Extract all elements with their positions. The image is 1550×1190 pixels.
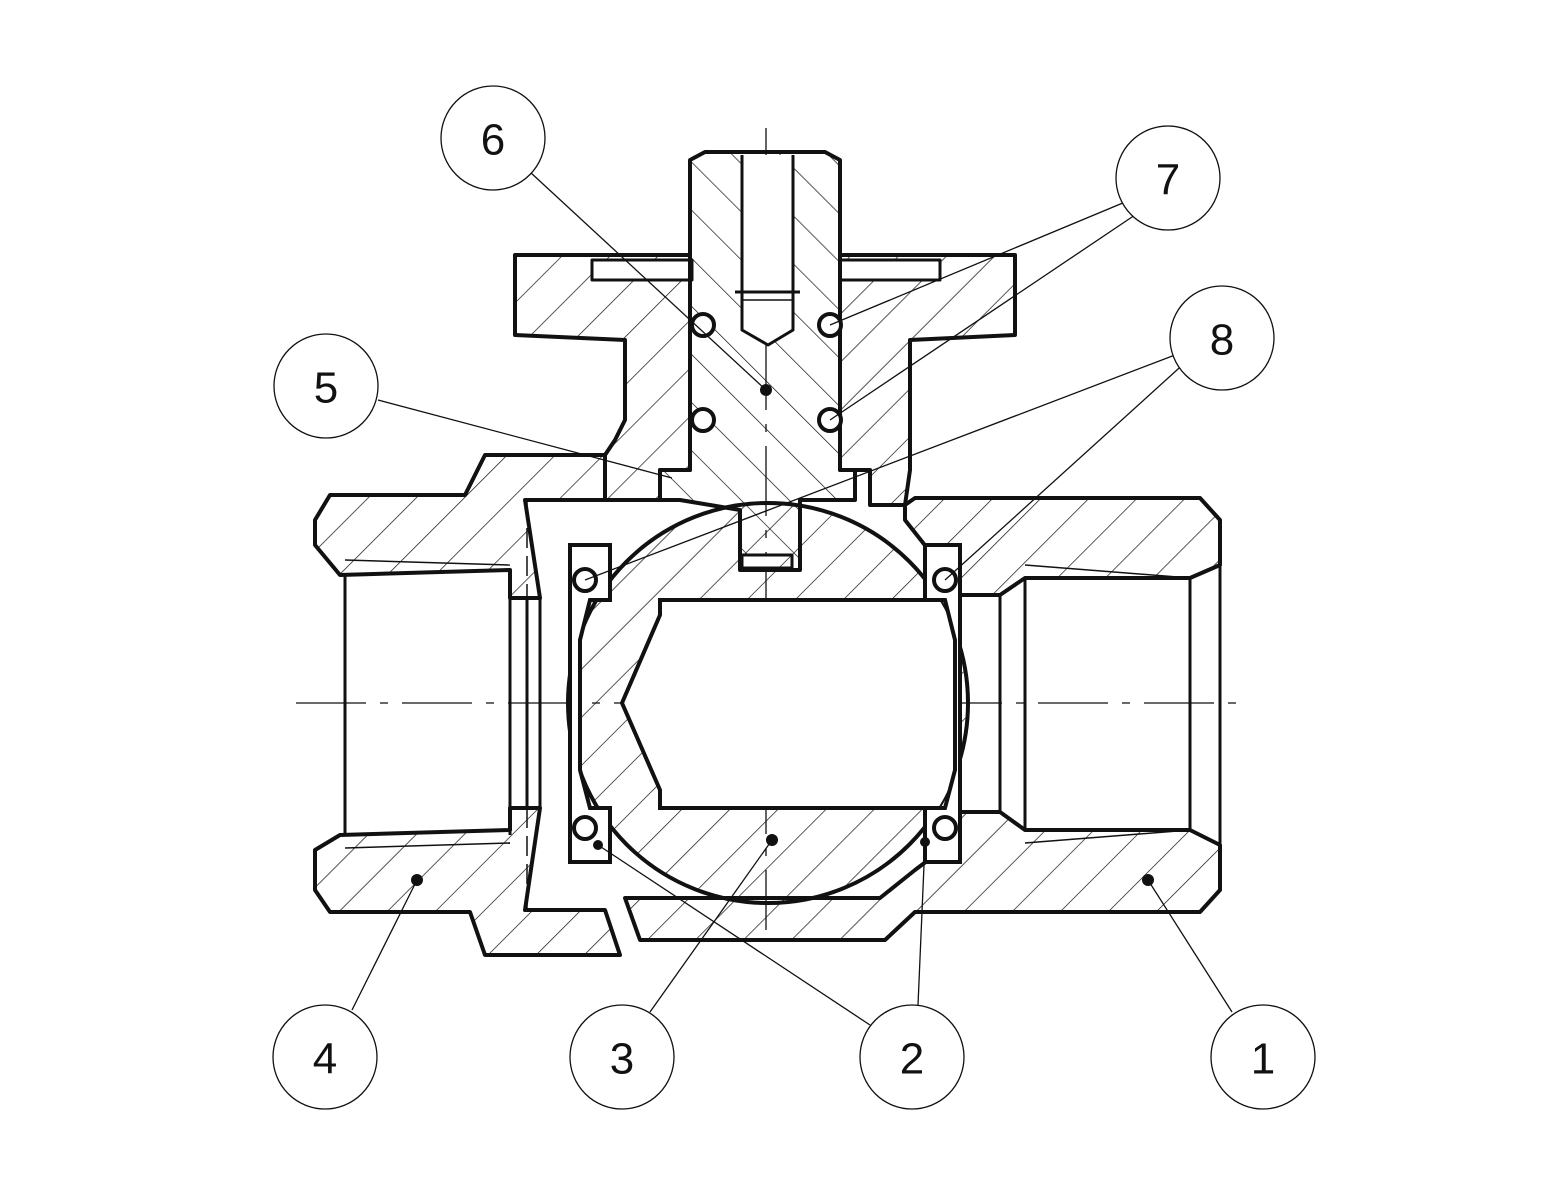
callout-7: 7: [1115, 125, 1221, 231]
svg-text:6: 6: [481, 116, 505, 165]
callout-5: 5: [273, 333, 379, 439]
leader-lines: [351, 171, 1233, 1026]
callout-1: 1: [1210, 1004, 1316, 1110]
svg-text:1: 1: [1251, 1035, 1275, 1084]
svg-text:8: 8: [1210, 316, 1234, 365]
seats: [568, 543, 962, 864]
callout-balloons: 6 7 8 5 4 3 2 1: [272, 85, 1316, 1110]
callout-6: 6: [440, 85, 546, 191]
callout-8: 8: [1169, 285, 1275, 391]
svg-text:2: 2: [900, 1035, 924, 1084]
callout-2: 2: [859, 1004, 965, 1110]
svg-text:3: 3: [610, 1035, 634, 1084]
body-right: [623, 496, 1222, 942]
end-cap-left: [313, 453, 622, 957]
callout-4: 4: [272, 1004, 378, 1110]
ball: [566, 501, 970, 905]
svg-text:7: 7: [1156, 156, 1180, 205]
callout-3: 3: [569, 1004, 675, 1110]
svg-text:5: 5: [314, 364, 338, 413]
svg-text:4: 4: [313, 1035, 337, 1084]
